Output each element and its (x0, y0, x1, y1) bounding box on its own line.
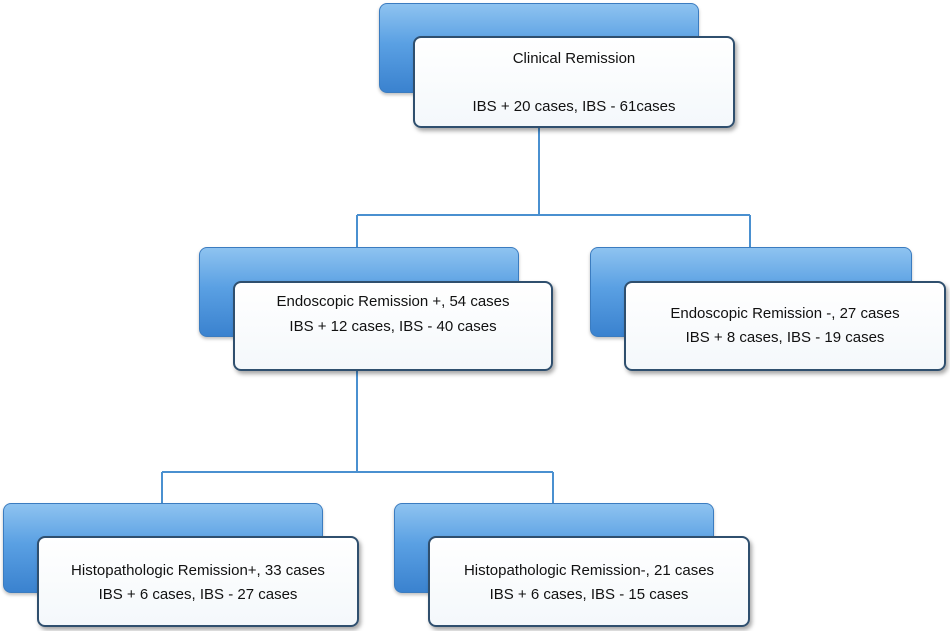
histopathologic-remission-negative-detail: IBS + 6 cases, IBS - 15 cases (489, 586, 689, 603)
endoscopic-remission-negative-title: Endoscopic Remission -, 27 cases (670, 305, 900, 322)
histopathologic-remission-positive-box: Histopathologic Remission+, 33 cases IBS… (37, 536, 359, 627)
endoscopic-remission-positive-title: Endoscopic Remission +, 54 cases (276, 293, 510, 310)
clinical-remission-box: Clinical Remission IBS + 20 cases, IBS -… (413, 36, 735, 128)
histopathologic-remission-positive-title: Histopathologic Remission+, 33 cases (71, 562, 325, 579)
histopathologic-remission-negative-box: Histopathologic Remission-, 21 cases IBS… (428, 536, 750, 627)
clinical-remission-title: Clinical Remission (512, 50, 636, 67)
endoscopic-remission-positive-detail: IBS + 12 cases, IBS - 40 cases (289, 318, 497, 335)
endoscopic-remission-negative-box: Endoscopic Remission -, 27 cases IBS + 8… (624, 281, 946, 371)
histopathologic-remission-negative-title: Histopathologic Remission-, 21 cases (463, 562, 715, 579)
clinical-remission-detail: IBS + 20 cases, IBS - 61cases (472, 98, 676, 115)
endoscopic-remission-positive-box: Endoscopic Remission +, 54 cases IBS + 1… (233, 281, 553, 371)
endoscopic-remission-negative-detail: IBS + 8 cases, IBS - 19 cases (685, 329, 885, 346)
histopathologic-remission-positive-detail: IBS + 6 cases, IBS - 27 cases (98, 586, 298, 603)
